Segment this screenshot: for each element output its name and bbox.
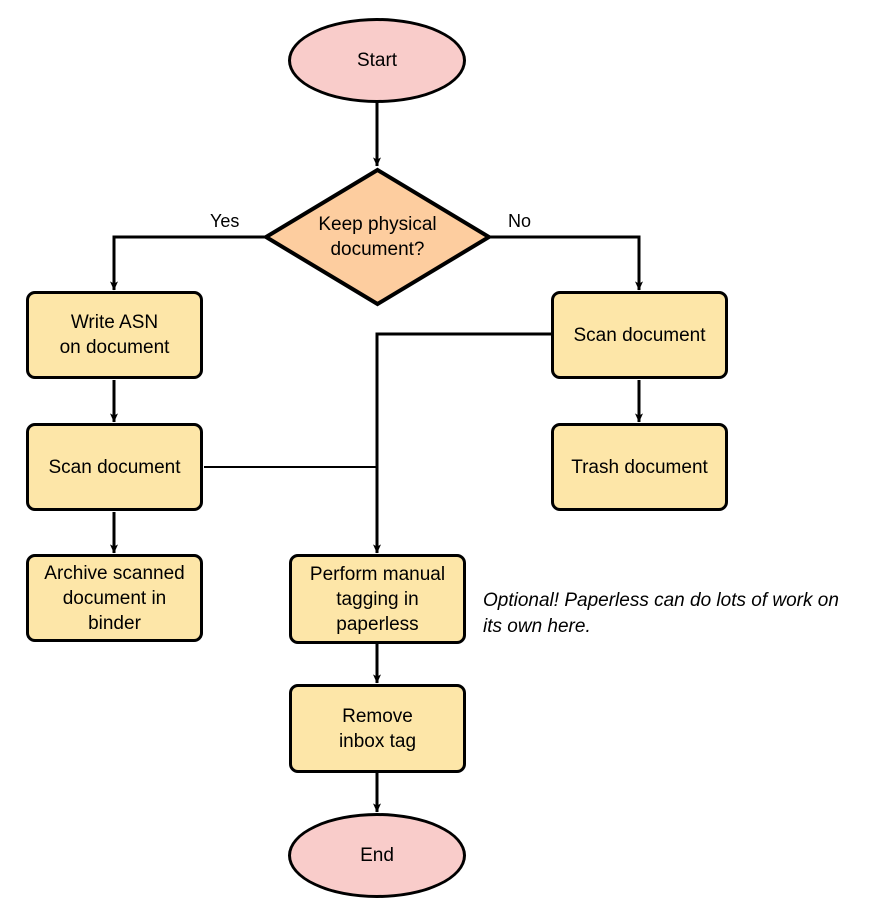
node-tagging-label-line3: paperless [336,613,419,635]
node-decision-keep-physical-document[interactable]: Keep physical document? [263,167,492,307]
node-scan-document-left[interactable]: Scan document [26,423,203,511]
node-tagging-label-line1: Perform manual [309,563,446,585]
node-scan-document-right[interactable]: Scan document [551,291,728,379]
edge-scan-right-to-tagging [373,332,552,554]
node-write-asn-label-line1: Write ASN [70,312,159,333]
node-write-asn[interactable]: Write ASN on document [26,291,203,379]
node-archive-label-line1: Archive scanned [44,562,185,584]
node-end[interactable]: End [288,813,466,898]
edge-decision-to-scan-right [490,235,643,291]
node-start-label: Start [356,50,398,71]
annotation-optional-note: Optional! Paperless can do lots of work … [483,588,883,640]
edge-label-yes: Yes [210,211,240,231]
node-archive-label-line3: binder [88,612,141,634]
node-remove-tag-label-line1: Remove [342,705,413,727]
annotation-line1: Optional! Paperless can do lots of work … [483,590,839,611]
edge-decision-to-write-asn [110,235,265,291]
edge-label-no: No [508,211,532,231]
node-end-label: End [360,845,394,866]
node-trash-document-label: Trash document [571,456,708,478]
node-write-asn-label-line2: on document [59,337,170,358]
node-start[interactable]: Start [288,18,466,103]
node-decision-label: Keep physical document? [263,167,492,307]
node-remove-inbox-tag[interactable]: Remove inbox tag [289,684,466,773]
node-decision-label-line1: Keep physical [318,214,437,235]
node-remove-tag-label-line2: inbox tag [338,730,417,752]
node-archive-label-line2: document in [62,587,167,609]
diamond-shape [263,167,492,307]
node-perform-manual-tagging[interactable]: Perform manual tagging in paperless [289,554,466,644]
annotation-line2: its own here. [483,616,591,637]
node-trash-document[interactable]: Trash document [551,423,728,511]
node-scan-document-right-label: Scan document [573,324,706,346]
node-decision-label-line2: document? [330,239,425,260]
node-tagging-label-line2: tagging in [336,588,419,610]
node-archive-in-binder[interactable]: Archive scanned document in binder [26,554,203,642]
node-scan-document-left-label: Scan document [48,456,181,478]
